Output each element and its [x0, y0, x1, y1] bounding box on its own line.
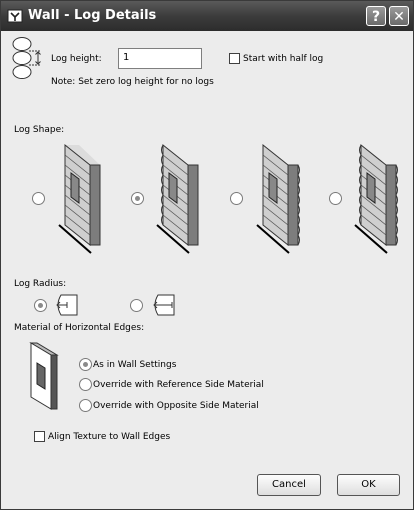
- wall-edge-icon: [29, 342, 59, 410]
- log-height-input[interactable]: 1: [118, 48, 202, 69]
- log-height-note: Note: Set zero log height for no logs: [51, 77, 214, 87]
- material-radio-wall-settings[interactable]: [79, 358, 92, 371]
- material-radio-reference-side[interactable]: [79, 378, 92, 391]
- log-radius-radio-2[interactable]: [130, 299, 143, 312]
- align-texture-label: Align Texture to Wall Edges: [48, 432, 171, 442]
- log-shape-label: Log Shape:: [14, 125, 65, 135]
- log-radius-label: Log Radius:: [14, 279, 67, 289]
- material-option-label: As in Wall Settings: [93, 360, 177, 370]
- start-half-log-checkbox[interactable]: [229, 53, 240, 64]
- log-shape-round-both-icon: [354, 143, 398, 254]
- log-shape-radio-3[interactable]: [230, 192, 243, 205]
- cancel-button[interactable]: Cancel: [257, 474, 321, 496]
- material-option-label: Override with Reference Side Material: [93, 380, 264, 390]
- log-shape-square-icon: [58, 143, 101, 254]
- align-texture-checkbox[interactable]: [34, 431, 45, 442]
- log-shape-round-opp-icon: [256, 143, 300, 254]
- log-height-label: Log height:: [51, 54, 102, 64]
- log-shape-radio-4[interactable]: [329, 192, 342, 205]
- help-button[interactable]: ?: [366, 6, 386, 26]
- log-shape-round-ref-icon: [156, 143, 199, 254]
- ok-button[interactable]: OK: [337, 474, 400, 496]
- log-shape-radio-2[interactable]: [131, 192, 144, 205]
- start-half-log-label: Start with half log: [243, 54, 324, 64]
- log-shape-radio-1[interactable]: [32, 192, 45, 205]
- wall-app-icon: [7, 9, 23, 23]
- log-height-icon: [12, 37, 41, 79]
- material-radio-opposite-side[interactable]: [79, 399, 92, 412]
- log-radius-inner-icon: [56, 294, 78, 316]
- window-title: Wall - Log Details: [28, 8, 157, 23]
- material-option-label: Override with Opposite Side Material: [93, 401, 259, 411]
- material-label: Material of Horizontal Edges:: [14, 323, 145, 333]
- log-radius-outer-icon: [153, 294, 175, 316]
- log-radius-radio-1[interactable]: [34, 299, 47, 312]
- title-bar[interactable]: Wall - Log Details ? ✕: [1, 1, 413, 31]
- close-button[interactable]: ✕: [389, 6, 409, 26]
